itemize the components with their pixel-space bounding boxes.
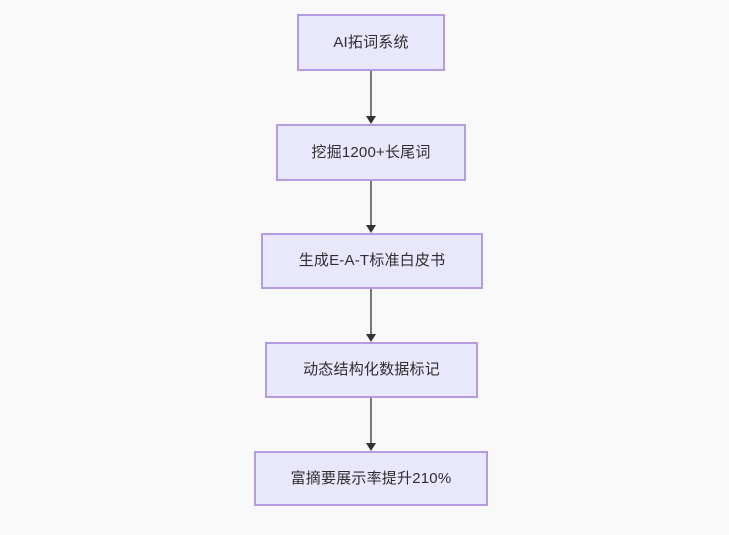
- flow-node-label: 挖掘1200+长尾词: [311, 143, 431, 161]
- arrow-down-icon: [366, 334, 376, 342]
- flow-node-eat-whitepaper[interactable]: 生成E-A-T标准白皮书: [261, 233, 483, 289]
- flow-node-rich-snippet-result[interactable]: 富摘要展示率提升210%: [254, 451, 488, 506]
- flow-node-ai-keyword-system[interactable]: AI拓词系统: [297, 14, 445, 71]
- edge-line: [370, 289, 372, 334]
- flow-node-longtail-keywords[interactable]: 挖掘1200+长尾词: [276, 124, 466, 181]
- arrow-down-icon: [366, 443, 376, 451]
- flow-node-label: AI拓词系统: [333, 33, 409, 51]
- edge-line: [370, 71, 372, 116]
- edge-line: [370, 181, 372, 225]
- arrow-down-icon: [366, 225, 376, 233]
- edge-line: [370, 398, 372, 443]
- flow-node-label: 富摘要展示率提升210%: [290, 469, 452, 487]
- flow-node-label: 动态结构化数据标记: [303, 361, 440, 378]
- flow-node-label: 生成E-A-T标准白皮书: [298, 252, 446, 269]
- arrow-down-icon: [366, 116, 376, 124]
- flow-node-structured-data-markup[interactable]: 动态结构化数据标记: [265, 342, 478, 398]
